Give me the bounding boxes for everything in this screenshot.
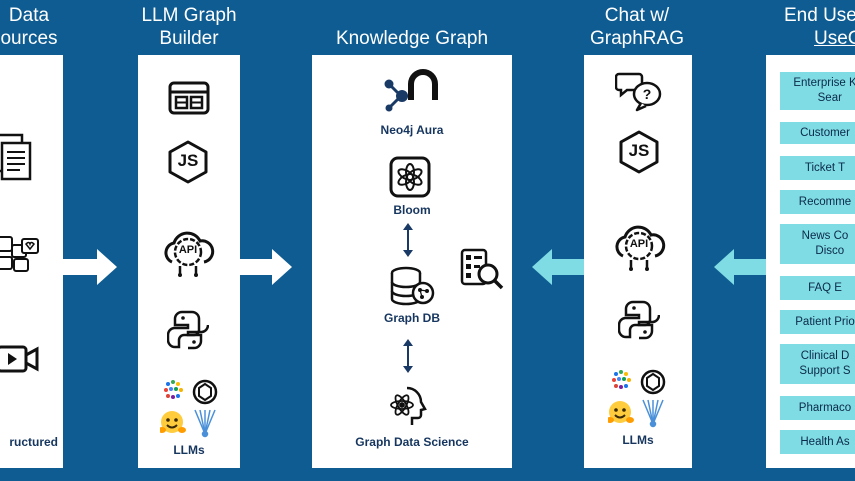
knowledge-graph-header: Knowledge Graph [312,27,512,50]
header-line: ources [0,28,58,49]
chat-python-icon [618,300,660,340]
document-search-icon [460,248,504,290]
api-text: API [178,244,198,256]
chat-question-icon: ? [615,72,662,112]
graph-database-icon [390,266,435,306]
header-line: UseC [814,28,855,49]
bloom-label: Bloom [393,203,431,217]
arrow-left-chat [532,249,584,285]
chat-header: Chat w/ GraphRAG [582,4,692,50]
data-science-head-icon [390,386,427,425]
graph-db-label: Graph DB [383,311,440,325]
usecase-label: Customer [800,126,850,139]
arrow-right-1 [63,249,117,285]
neo4j-aura-label: Neo4j Aura [380,123,444,137]
chat-messages-icon [0,236,39,272]
usecase-label: Pharmaco [798,401,852,414]
nodejs-text: JS [177,151,199,170]
nodejs-icon: JS [167,140,209,184]
chat-nodejs-icon: JS [618,130,660,174]
chat-panel [584,55,692,468]
usecase-ticket: Ticket T [780,156,855,180]
python-icon [167,310,209,350]
chat-llms-label: LLMs [622,433,654,447]
header-line: Chat w/ [604,5,670,26]
bloom-flower-icon [389,156,431,198]
data-sources-bottom-label: ructured [9,435,58,449]
header-line: LLM Graph [141,5,237,26]
usecase-enterprise-search: Enterprise K Sear [780,72,855,110]
usecase-label: FAQ E [808,281,842,294]
header-line: Builder [159,28,219,49]
builder-llms-label: LLMs [173,443,205,457]
arrow-left-usecases [714,249,766,285]
usecase-health-assistant: Health As [780,430,855,454]
header-line: End Use [784,5,855,26]
usecase-pharmaco: Pharmaco [780,396,855,420]
builder-header: LLM Graph Builder [138,4,240,50]
usecase-label: Patient Prio [795,315,855,328]
end-user-header: End Use UseC [770,4,855,50]
svg-text:?: ? [643,86,652,102]
documents-icon [0,133,32,181]
usecase-news-discovery: News Co Disco [780,224,855,264]
chat-api-cloud-gear-icon: API [609,220,669,272]
usecase-label: Recomme [798,195,852,208]
video-camera-icon [0,345,39,373]
usecase-patient-priority: Patient Prio [780,310,855,334]
usecase-faq: FAQ E [780,276,855,300]
bloom-graphdb-connector-icon [403,223,413,257]
usecase-label: News Co Disco [801,230,849,257]
chat-nodejs-text: JS [628,141,650,160]
header-line: GraphRAG [590,28,684,49]
usecase-label: Ticket T [804,161,846,174]
usecase-label: Enterprise K Sear [793,77,855,104]
llm-logos-icon [160,379,218,438]
usecase-label: Health As [800,435,850,448]
usecase-customer: Customer [780,122,855,144]
usecase-clinical-support: Clinical D Support S [780,344,855,384]
gds-label: Graph Data Science [355,435,469,449]
header-line: Knowledge Graph [335,28,489,49]
chat-api-text: API [629,238,649,250]
usecase-recommendation: Recomme [780,190,855,214]
dashboard-window-icon [168,81,210,115]
chat-llm-logos-icon [608,369,666,428]
api-cloud-gear-icon: API [158,228,218,278]
graphdb-gds-connector-icon [403,339,413,373]
data-sources-header: Data ources [0,4,62,50]
neo4j-aura-icon [384,69,438,112]
arrow-right-2 [240,249,292,285]
usecase-label: Clinical D Support S [799,350,851,377]
header-line: Data [8,5,50,26]
